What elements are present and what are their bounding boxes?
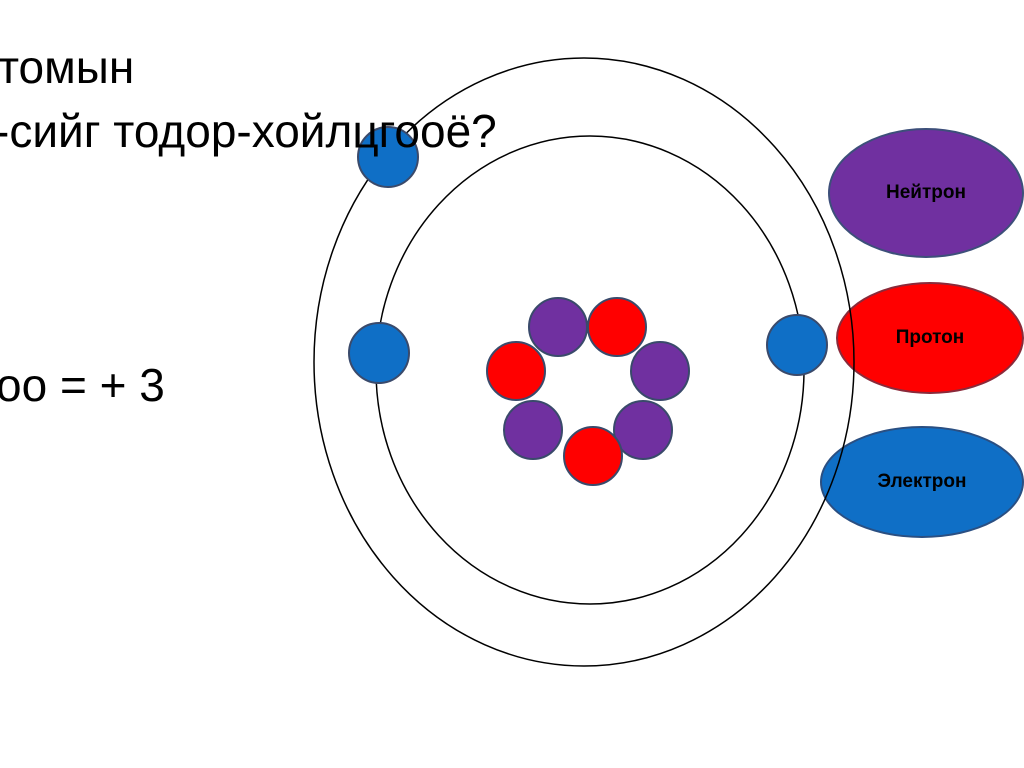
legend-electron-label: Электрон bbox=[877, 471, 967, 492]
charge-text: оо = + 3 bbox=[0, 359, 165, 411]
legend-neutron-label: Нейтрон bbox=[886, 182, 966, 203]
electron-particle bbox=[766, 314, 828, 376]
neutron-particle bbox=[630, 341, 690, 401]
legend-electron-button[interactable]: Электрон bbox=[820, 426, 1024, 538]
electron-particle bbox=[348, 322, 410, 384]
proton-particle bbox=[587, 297, 647, 357]
electrons bbox=[348, 126, 828, 384]
title-line-1: томын bbox=[0, 41, 135, 93]
neutron-particle bbox=[503, 400, 563, 460]
proton-particle bbox=[486, 341, 546, 401]
legend-neutron-button[interactable]: Нейтрон bbox=[828, 128, 1024, 258]
title-line-2: -сийг тодор-хойлцгооё? bbox=[0, 105, 497, 157]
legend-proton-button[interactable]: Протон bbox=[836, 282, 1024, 394]
neutron-particle bbox=[528, 297, 588, 357]
legend-proton-label: Протон bbox=[895, 327, 965, 348]
inner-orbit bbox=[375, 135, 805, 605]
nucleus bbox=[486, 297, 690, 486]
proton-particle bbox=[563, 426, 623, 486]
electron-particle bbox=[357, 126, 419, 188]
neutron-particle bbox=[613, 400, 673, 460]
outer-orbit bbox=[313, 57, 855, 667]
